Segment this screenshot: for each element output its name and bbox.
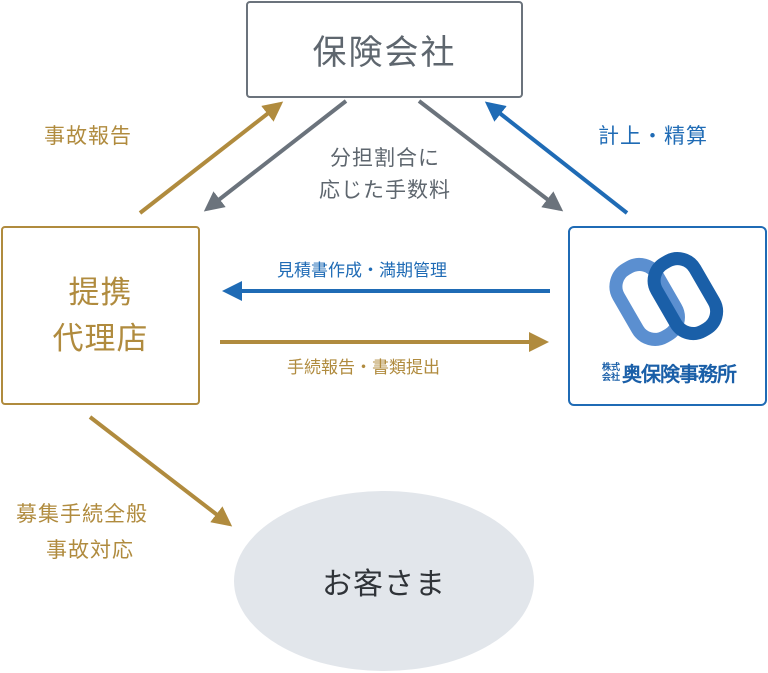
agency-node: 提携 代理店	[1, 226, 200, 405]
arrow-insurer-to-office	[417, 99, 564, 212]
label-sales-procedures-line2: 事故対応	[46, 538, 134, 562]
insurer-node: 保険会社	[246, 1, 523, 98]
office-name: 株式会社 奥保険事務所	[584, 358, 754, 387]
arrow-office-to-insurer	[484, 101, 629, 215]
arrow-agency-to-insurer	[138, 101, 284, 215]
label-accident-report: 事故報告	[44, 124, 132, 148]
label-sales-procedures: 募集手続全般 事故対応	[16, 496, 148, 568]
label-procedure-report: 手続報告・書類提出	[287, 358, 440, 378]
office-name-text: 奥保険事務所	[622, 362, 737, 386]
label-commission-share-line1: 分担割合に	[330, 146, 440, 170]
insurer-label: 保険会社	[312, 33, 457, 73]
label-commission-share: 分担割合に 応じた手数料	[300, 142, 470, 206]
office-prefix: 株式会社	[602, 362, 621, 383]
office-node: 株式会社 奥保険事務所	[568, 226, 767, 406]
label-quote-management: 見積書作成・満期管理	[277, 261, 447, 281]
agency-label-line2: 代理店	[52, 320, 149, 357]
customer-label: お客さま	[322, 567, 446, 602]
label-booking-settlement: 計上・精算	[598, 124, 708, 148]
label-sales-procedures-line1: 募集手続全般	[16, 502, 148, 526]
arrow-insurer-to-agency	[203, 99, 348, 212]
customer-node: お客さま	[234, 491, 534, 671]
office-logo-icon	[609, 252, 724, 346]
arrow-agency-to-customer	[88, 415, 233, 527]
label-commission-share-line2: 応じた手数料	[319, 178, 451, 202]
agency-label-line1: 提携	[68, 274, 133, 311]
